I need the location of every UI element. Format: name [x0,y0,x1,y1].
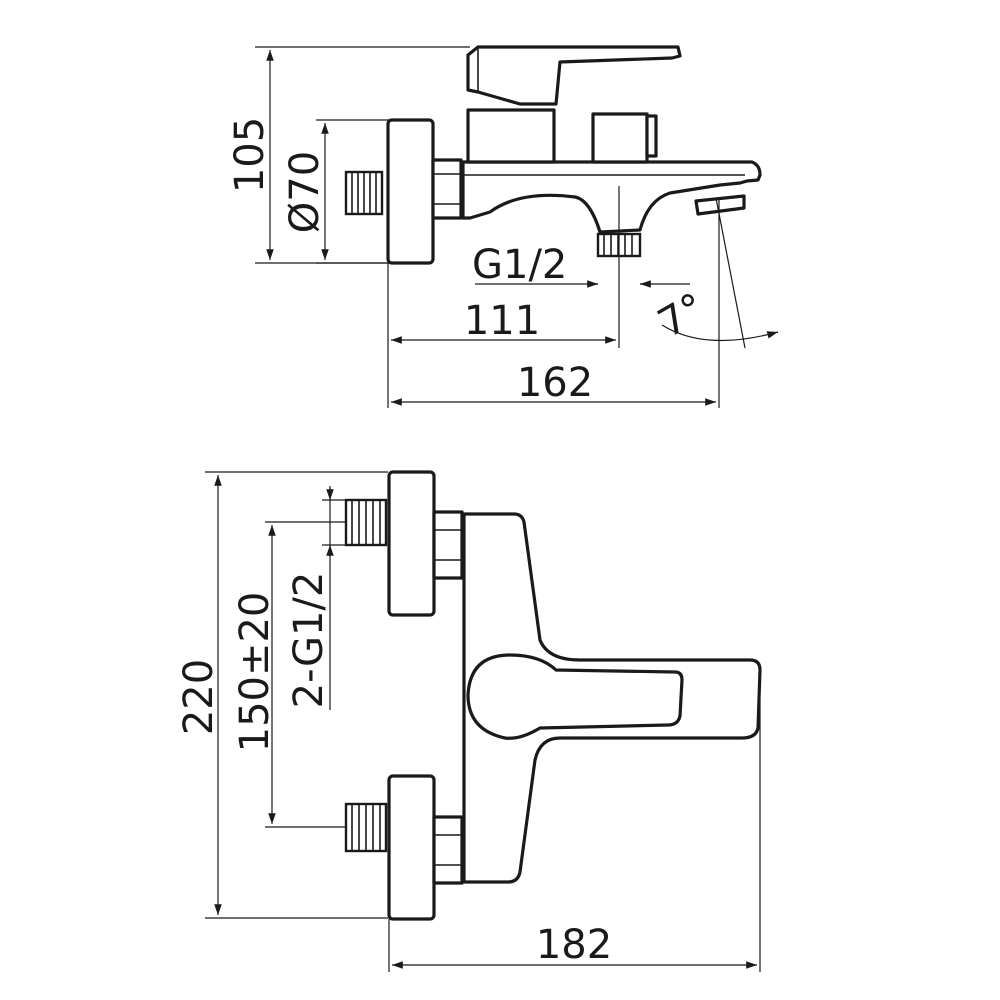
lower-nut [432,815,464,885]
upper-inlet-thread [344,498,388,547]
total-depth-label: 162 [517,360,593,406]
inlet-thread [344,170,384,216]
lower-inlet-thread [344,802,388,853]
lower-flange [387,774,436,921]
lever-handle [466,45,682,106]
front-view: 220 150±20 2-G1/2 [176,470,762,972]
total-height-label: 220 [176,659,222,735]
diverter-knob [591,112,658,164]
angle-arc [661,324,779,342]
spout-aerator [694,194,746,216]
height-dimension-label: 105 [227,117,273,193]
upper-flange [387,470,436,617]
cartridge-housing [466,108,556,164]
side-view: 105 Ø70 [227,45,779,408]
wall-flange [386,118,435,265]
total-width-label: 182 [536,922,612,968]
lever-front [466,653,684,740]
connection-nut [431,158,463,220]
mixer-body [461,160,762,234]
inlet-thread-label: 2-G1/2 [286,572,332,709]
angle-label: 7° [651,284,713,347]
outlet-distance-label: 111 [464,298,540,344]
diameter-dimension-label: Ø70 [282,151,328,233]
center-distance-label: 150±20 [232,592,278,753]
outlet-thread-label: G1/2 [472,242,567,288]
upper-nut [432,510,464,580]
